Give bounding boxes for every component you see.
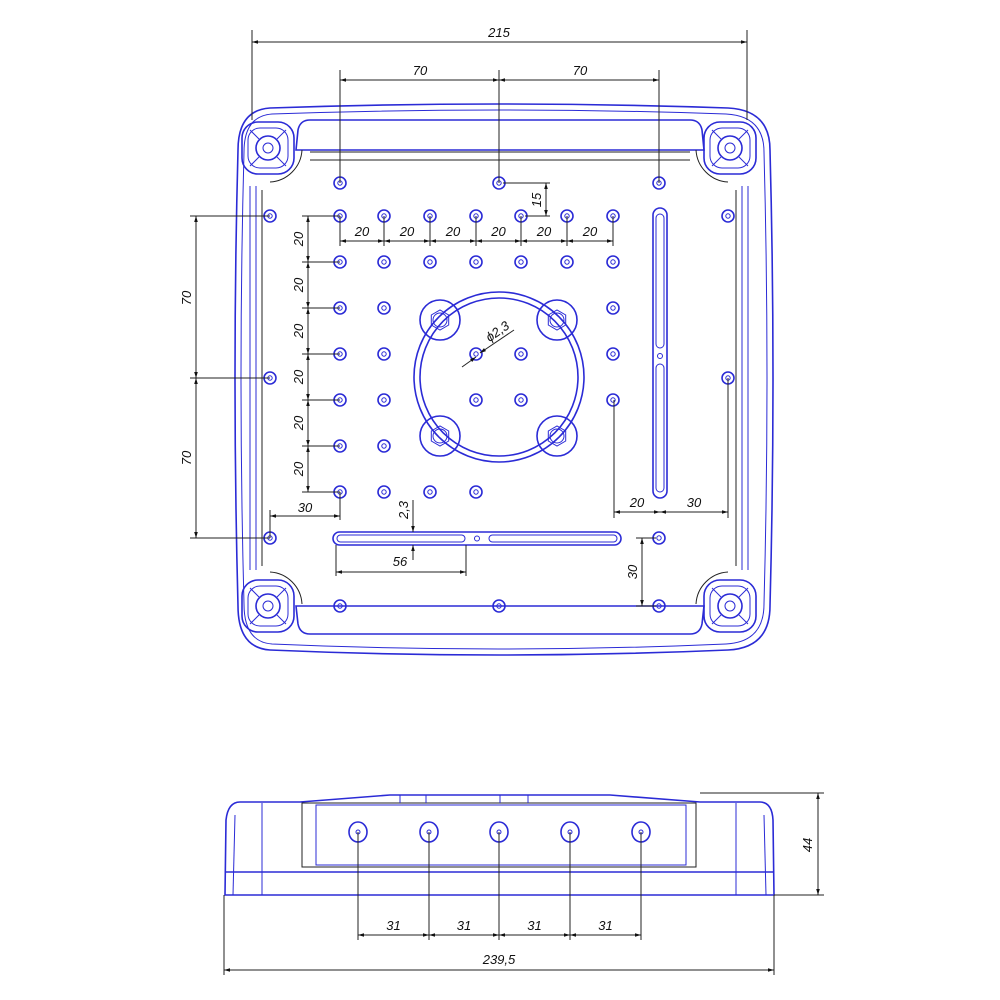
mounting-hole [377, 347, 391, 361]
corner-screw-boss [241, 571, 303, 633]
dim-70-lower: 70 [179, 450, 194, 465]
dim-grid-20-vertical: 20 [291, 415, 306, 431]
mounting-hole [377, 255, 391, 269]
dim-30-lower-right: 30 [625, 564, 640, 579]
dim-2-3-slot: 2,3 [396, 500, 411, 520]
corner-screw-boss [241, 121, 303, 183]
dim-grid-20-vertical: 20 [291, 461, 306, 477]
mount-bolts [419, 299, 578, 457]
dim-side-31: 31 [386, 918, 400, 933]
dim-70-upper: 70 [179, 290, 194, 305]
dim-grid-20: 20 [445, 224, 461, 239]
dim-grid-20: 20 [399, 224, 415, 239]
dim-overall-width: 215 [487, 25, 510, 40]
mounting-hole [423, 485, 437, 499]
dim-30-left: 30 [298, 500, 313, 515]
dim-grid-20: 20 [490, 224, 506, 239]
mounting-hole [469, 393, 483, 407]
mounting-hole [606, 301, 620, 315]
dim-56: 56 [393, 554, 408, 569]
dim-30-right: 30 [687, 495, 702, 510]
mounting-hole [514, 393, 528, 407]
mounting-hole [469, 347, 483, 361]
mounting-hole [333, 599, 347, 613]
mounting-hole [469, 255, 483, 269]
horizontal-slot [332, 531, 622, 546]
mounting-hole [423, 255, 437, 269]
hex-bolt [419, 415, 461, 457]
hex-bolt [419, 299, 461, 341]
mounting-hole [560, 255, 574, 269]
dim-grid-20: 20 [354, 224, 370, 239]
hex-bolt [536, 299, 578, 341]
dim-70-left: 70 [413, 63, 428, 78]
corner-screw-boss [695, 121, 757, 183]
dim-side-overall-width: 239,5 [482, 952, 516, 967]
corner-bosses [241, 121, 757, 633]
dim-side-31: 31 [598, 918, 612, 933]
dim-grid-20: 20 [582, 224, 598, 239]
mounting-hole [492, 599, 506, 613]
mounting-hole [469, 485, 483, 499]
dim-70-right: 70 [573, 63, 588, 78]
mounting-hole [377, 301, 391, 315]
mounting-hole [377, 439, 391, 453]
mounting-hole [514, 255, 528, 269]
mounting-hole [377, 393, 391, 407]
mounting-hole [606, 255, 620, 269]
mounting-hole [514, 347, 528, 361]
dim-15: 15 [529, 192, 544, 207]
side-view: 239,5 44 31 31 31 31 [223, 792, 824, 975]
dim-grid-20: 20 [536, 224, 552, 239]
dim-grid-20-vertical: 20 [291, 323, 306, 339]
dim-side-31: 31 [457, 918, 471, 933]
dim-height: 44 [800, 838, 815, 852]
corner-screw-boss [695, 571, 757, 633]
top-view: 215 70 70 15 20 20 20 20 20 20 20 20 20 20 20 20 7… [179, 25, 774, 656]
vertical-slot [652, 207, 668, 499]
mounting-hole [377, 485, 391, 499]
dimensions-top: 215 70 70 15 20 20 20 20 20 20 20 20 20 20 20 20 7… [179, 25, 748, 607]
dim-20-right: 20 [629, 495, 645, 510]
hex-bolt [536, 415, 578, 457]
dim-side-31: 31 [527, 918, 541, 933]
dim-grid-20-vertical: 20 [291, 231, 306, 247]
mounting-hole [606, 347, 620, 361]
dim-grid-20-vertical: 20 [291, 369, 306, 385]
mounting-hole [721, 209, 735, 223]
mounting-hole [606, 393, 620, 407]
dim-grid-20-vertical: 20 [291, 277, 306, 293]
center-mount-ring [413, 291, 585, 463]
